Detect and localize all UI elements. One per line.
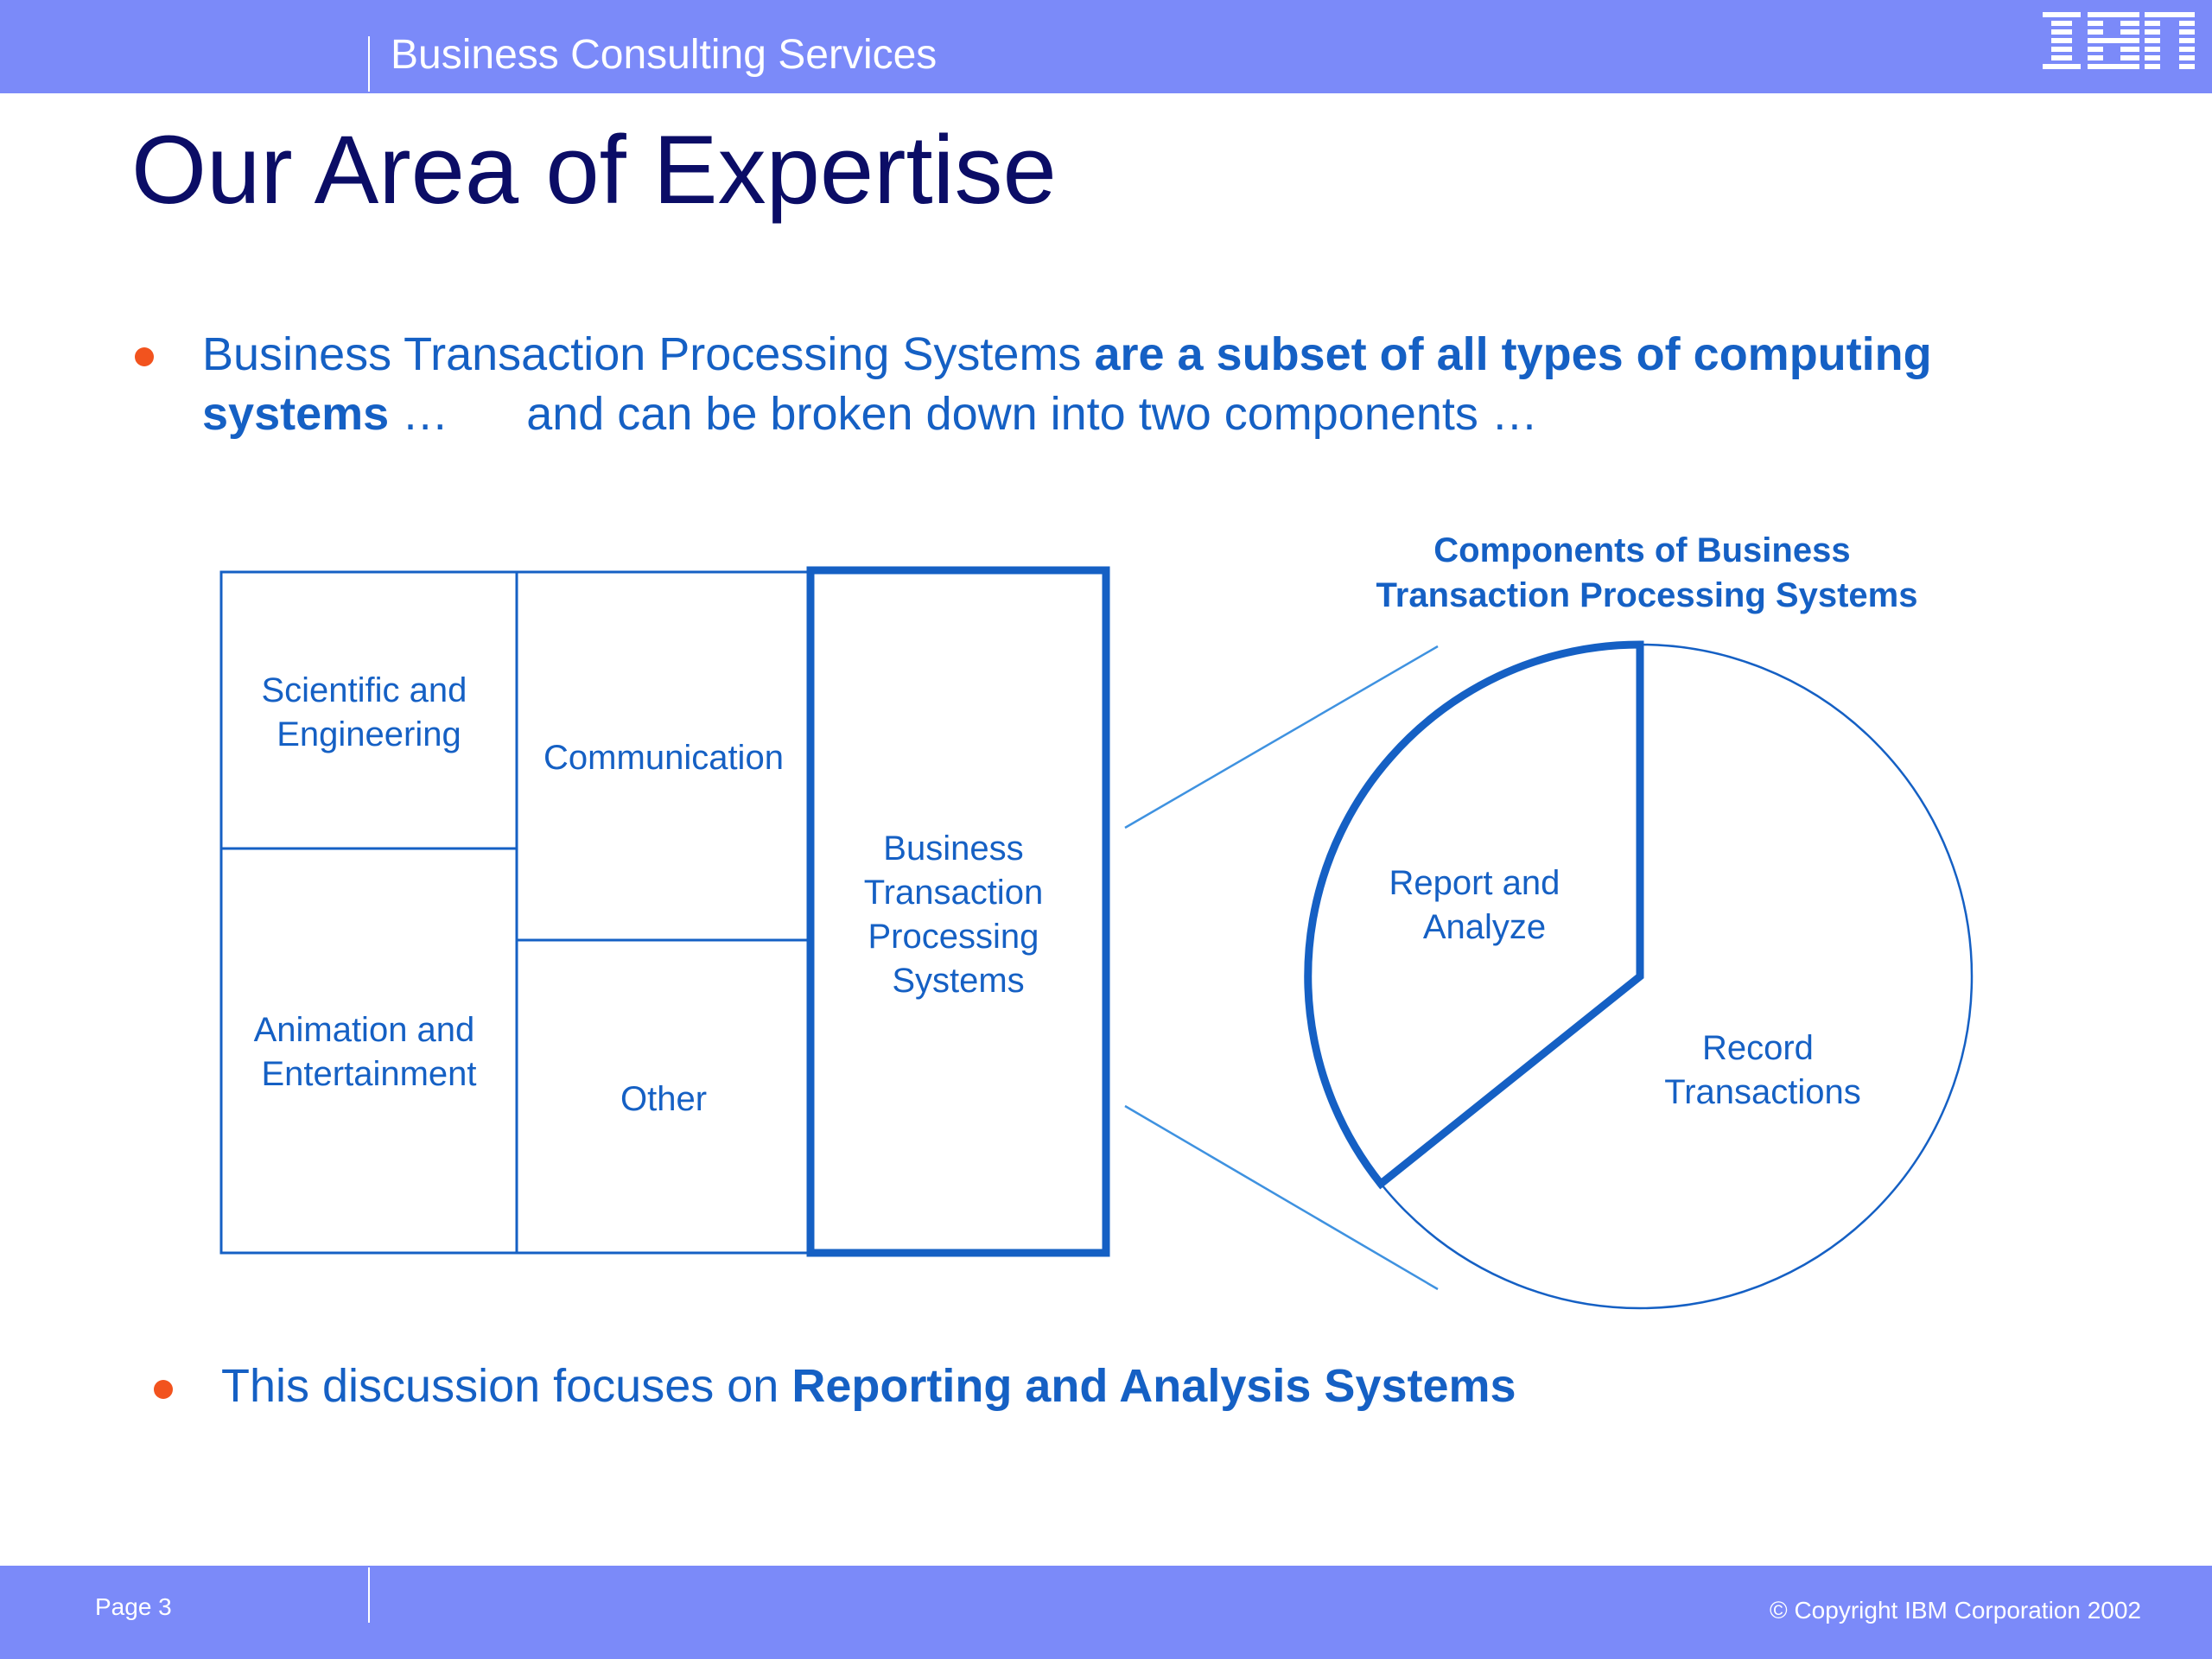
label-btps: Business Transaction Processing Systems [864, 830, 1053, 1000]
bullet1-text-tail: … and can be broken down into two compon… [389, 388, 1538, 440]
connector-top [1124, 645, 1439, 830]
expertise-diagram: Scientific and Engineering Animation and… [219, 531, 1974, 1310]
header-title: Business Consulting Services [391, 32, 938, 78]
bullet2-text: This discussion focuses on [221, 1360, 792, 1412]
page-title: Our Area of Expertise [131, 116, 1057, 224]
header-divider [368, 36, 370, 92]
box-btps [806, 566, 1110, 1257]
label-animation: Animation and Entertainment [254, 1011, 485, 1093]
box-scientific [219, 570, 518, 850]
label-scientific: Scientific and Engineering [261, 671, 476, 753]
page-number: Page 3 [95, 1593, 172, 1620]
label-communication: Communication [543, 739, 784, 777]
ibm-logo [2043, 12, 2195, 69]
copyright: © Copyright IBM Corporation 2002 [1770, 1597, 2141, 1624]
bullet2-bold: Reporting and Analysis Systems [791, 1360, 1516, 1412]
footer-divider [368, 1567, 370, 1623]
bullet-dot [135, 347, 154, 366]
box-animation [219, 847, 518, 1255]
label-record: Record Transactions [1664, 1029, 1861, 1111]
bullet1-bold: are a subset of all types of computing s… [202, 328, 1932, 440]
bullet-text-2: This discussion focuses on Reporting and… [221, 1357, 1516, 1416]
connector-bottom [1124, 1104, 1439, 1291]
pie-title: Components of Business Transaction Proce… [1376, 531, 1918, 614]
label-other: Other [620, 1080, 707, 1118]
bullet1-text: Business Transaction Processing Systems [202, 328, 1095, 380]
label-report: Report and Analyze [1389, 864, 1569, 946]
bullet-text-1: Business Transaction Processing Systems … [202, 325, 1999, 444]
bullet-dot [154, 1380, 173, 1399]
pie-slice-report [1304, 640, 1644, 1190]
